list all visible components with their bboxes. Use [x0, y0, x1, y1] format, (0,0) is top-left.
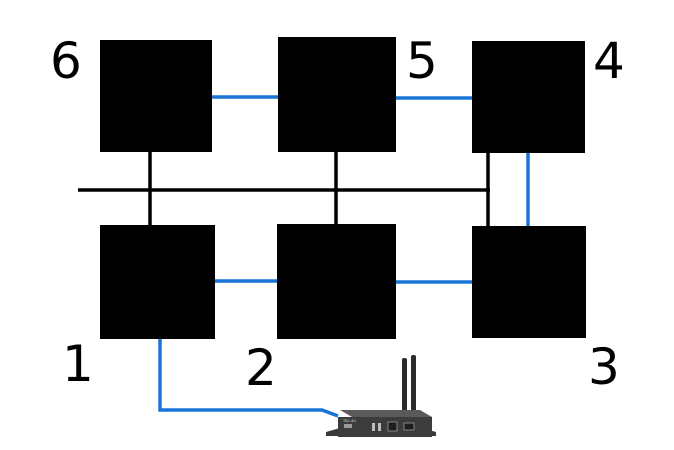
panels	[100, 37, 586, 339]
panel-label-6: 6	[50, 32, 82, 90]
signal-controller-1	[158, 338, 339, 418]
panel-2	[277, 224, 396, 339]
panel-label-3: 3	[588, 338, 620, 396]
panel-5	[278, 37, 396, 152]
panel-1	[100, 225, 215, 339]
panel-label-4: 4	[593, 32, 625, 90]
panel-6	[100, 40, 212, 152]
controller-label: TB2-4G	[342, 419, 356, 423]
signal-wiring	[158, 95, 530, 418]
panel-label-1: 1	[62, 335, 94, 393]
router-icon: TB2-4G	[326, 355, 436, 437]
panel-3	[472, 226, 586, 338]
power-wiring	[78, 150, 490, 226]
panel-label-5: 5	[406, 32, 438, 90]
panel-label-2: 2	[245, 339, 277, 397]
panel-4	[472, 41, 585, 153]
